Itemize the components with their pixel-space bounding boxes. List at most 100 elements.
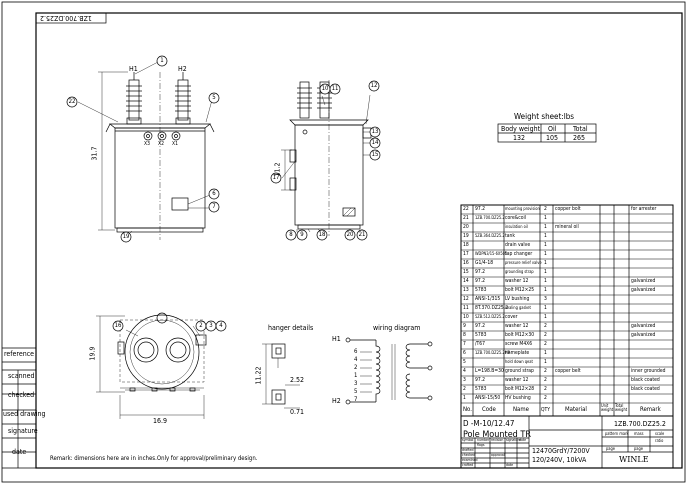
bom-cell-name: mounting provision [505,206,540,211]
bom-cell-code: 97.2 [475,206,486,212]
sign-row-checked: checked [462,453,476,457]
bom-cell-qty: 1 [544,350,547,356]
bom-cell-no: 6 [463,350,466,356]
bom-cell-name: insulation oil [505,224,528,229]
balloon-circle [66,96,78,108]
bom-cell-code: 8T.370.DZ25.2 [475,305,509,311]
bom-cell-no: 7 [463,341,466,347]
balloon-label: 22 [68,98,76,105]
sign-date: date [506,463,514,467]
bom-cell-no: 14 [463,278,469,284]
balloon-label: 16 [114,322,122,329]
bom-cell-code: 5ZB.512.DZ25.2 [475,314,505,319]
bom-cell-remark: for arrester [631,206,657,212]
hanger-title: hanger details [268,324,314,332]
balloon-label: 9 [300,231,304,238]
bom-cell-qty: 1 [544,251,547,257]
sign-approval: approval [491,453,505,457]
weight-value-oil: 105 [546,134,559,142]
bom-cell-remark: inner grounded [631,368,666,374]
wiring-h2: H2 [332,397,341,405]
dim-31-7: 31.7 [90,146,99,161]
bom-cell-remark: galvanized [631,323,656,329]
balloon-label: 3 [209,322,213,329]
bom-cell-code: 97.2 [475,323,486,329]
sign-col-revision: revision [491,438,504,442]
wiring-tap-5: 5 [354,388,358,395]
bom-cell-name: tap changer [505,251,533,257]
balloon-circle [369,149,381,161]
title-hdr-page: page [606,446,615,451]
dim-2-52: 2.52 [290,376,305,384]
bom-cell-code: 5ZB.364.DZ25.2 [475,233,505,238]
remark-note: Remark: dimensions here are in inches.On… [50,455,258,462]
bom-header-qty: QTY [541,407,551,413]
balloon-label: 11 [331,85,339,92]
sign-col-date: date [519,438,527,442]
title-hdr-page-2: page [634,446,643,451]
bom-cell-qty: 2 [544,332,547,338]
dim-0-71: 0.71 [290,408,305,416]
bom-cell-code: WDPN3/15-6X505 [475,251,508,256]
side-label-checked: checked [8,391,35,399]
bom-cell-qty: 1 [544,305,547,311]
bom-cell-qty: 2 [544,341,547,347]
bom-cell-no: 5 [463,359,466,365]
bom-cell-qty: 1 [544,314,547,320]
balloon-circle [120,231,132,243]
title-hdr-mass: mass [634,431,644,436]
balloon-label: 2 [199,322,203,329]
bom-cell-qty: 2 [544,377,547,383]
bom-cell-qty: 1 [544,359,547,365]
bom-cell-qty: 1 [544,215,547,221]
label-h1: H1 [129,65,138,73]
bom-cell-qty: 1 [544,278,547,284]
bom-cell-no: 1 [463,395,466,401]
bom-cell-remark: galvanized [631,287,656,293]
bom-cell-no: 13 [463,287,469,293]
bom-cell-name: screw M4X6 [505,341,533,347]
balloon-circle [270,172,282,184]
bom-cell-name: HV bushing [505,395,531,401]
bom-cell-qty: 3 [544,296,547,302]
bom-cell-remark: galvanized [631,332,656,338]
bom-cell-code: L=198.B=30 [475,368,504,374]
bom-cell-qty: 2 [544,368,547,374]
balloon-circle [208,92,220,104]
bom-cell-qty: 2 [544,206,547,212]
balloon-circle [296,229,308,241]
balloon-label: 7 [212,203,216,210]
balloon-label: 15 [371,151,379,158]
side-label-signature: signature [8,427,38,435]
sign-row-examined: examined [462,458,478,462]
label-x2: X2 [158,141,164,147]
label-h2: H2 [178,65,187,73]
bom-cell-name: washer 12 [505,377,529,383]
bom-cell-code: G1/4-18 [475,260,494,266]
bom-cell-name: hold down qeat [505,359,533,364]
balloon-label: 21 [358,231,366,238]
balloon-circle [156,55,168,67]
bom-header-total-weight: Total weight [615,403,628,412]
bom-cell-no: 9 [463,323,466,329]
bom-cell-name: cover [505,314,518,320]
bom-cell-no: 2 [463,386,466,392]
bom-cell-qty: 1 [544,287,547,293]
bom-cell-name: ground strap [505,368,534,374]
title-hdr-scale: scale [655,431,665,436]
balloon-label: 6 [212,190,216,197]
bom-header-unit-weight: Unit weight [601,403,614,412]
bom-cell-qty: 1 [544,269,547,275]
side-label-scanned: scanned [8,372,35,380]
bom-header-remark: Remark [640,406,661,413]
bom-cell-material: copper bolt [555,206,581,212]
balloon-circle [369,126,381,138]
balloon-label: 4 [219,322,223,329]
bom-cell-material: mineral oil [555,224,579,230]
bom-cell-code: 1ZB.700.DZ25.2MP [475,350,510,355]
weight-value-body: 132 [513,134,526,142]
bom-cell-name: LV bushing [505,296,530,302]
bom-cell-no: 11 [463,305,469,311]
bom-cell-code: 5783 [475,332,487,338]
bom-cell-no: 15 [463,269,469,275]
